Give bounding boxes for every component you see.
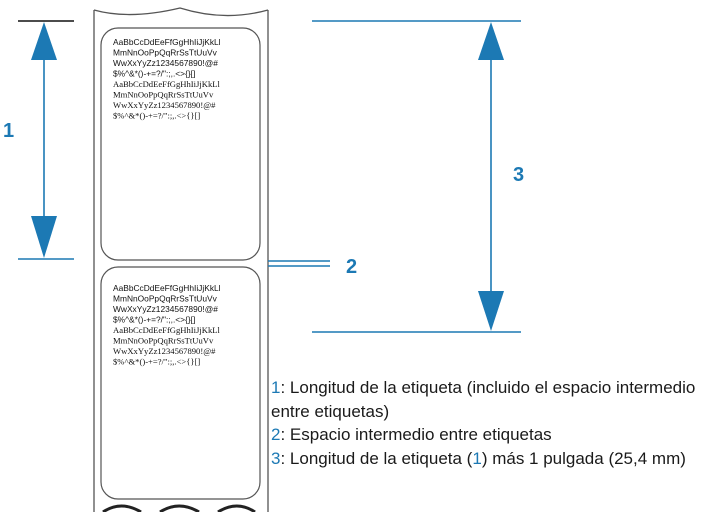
label-1-line-2: MmNnOoPpQqRrSsTtUuVv (113, 48, 218, 58)
label-2-line-7: WwXxYyZz1234567890!@# (113, 346, 216, 356)
label-2-line-6: MmNnOoPpQqRrSsTtUuVv (113, 336, 214, 346)
dimension-1: 1 (3, 20, 74, 260)
legend-item-2-text: : Espacio intermedio entre etiquetas (280, 425, 552, 444)
label-2-line-5: AaBbCcDdEeFfGgHhIiJjKkLl (113, 325, 221, 335)
black-marks (102, 504, 256, 512)
label-2-line-3: WwXxYyZz1234567890!@# (113, 304, 218, 314)
callout-2: 2 (346, 256, 357, 278)
legend-item-2: 2: Espacio intermedio entre etiquetas (271, 423, 723, 447)
label-2-line-2: MmNnOoPpQqRrSsTtUuVv (113, 294, 218, 304)
label-1: AaBbCcDdEeFfGgHhIiJjKkLl MmNnOoPpQqRrSsT… (100, 27, 261, 261)
label-2-outline (100, 266, 261, 500)
label-2: AaBbCcDdEeFfGgHhIiJjKkLl MmNnOoPpQqRrSsT… (100, 266, 261, 500)
legend-item-3: 3: Longitud de la etiqueta (1) más 1 pul… (271, 447, 723, 471)
label-2-line-4: $%^&*()-+=?/":;,.<>{}[] (113, 315, 195, 325)
label-1-line-8: $%^&*()-+=?/":;,.<>{}[] (113, 111, 200, 121)
label-1-line-3: WwXxYyZz1234567890!@# (113, 58, 218, 68)
label-1-line-5: AaBbCcDdEeFfGgHhIiJjKkLl (113, 79, 221, 89)
label-1-line-4: $%^&*()-+=?/":;,.<>{}[] (113, 69, 195, 79)
dimension-3-arrow-up (478, 22, 504, 60)
legend-item-1-text: : Longitud de la etiqueta (incluido el e… (271, 378, 696, 421)
liner-torn-top-edge (93, 7, 269, 17)
black-mark-1 (102, 504, 142, 512)
label-1-outline (100, 27, 261, 261)
legend-item-1: 1: Longitud de la etiqueta (incluido el … (271, 376, 723, 423)
legend-item-3-text-b: ) más 1 pulgada (25,4 mm) (481, 448, 686, 468)
callout-3: 3 (513, 164, 524, 186)
dimension-1-arrow-up (31, 22, 57, 60)
legend-item-1-number: 1 (271, 378, 281, 397)
label-1-line-6: MmNnOoPpQqRrSsTtUuVv (113, 90, 214, 100)
label-2-line-8: $%^&*()-+=?/":;,.<>{}[] (113, 357, 200, 367)
label-1-line-7: WwXxYyZz1234567890!@# (113, 100, 216, 110)
dimension-3-arrow-down (478, 291, 504, 331)
legend-item-3-reference: 1 (472, 448, 482, 468)
legend-item-2-number: 2 (271, 425, 281, 444)
black-mark-3 (217, 504, 256, 512)
callout-1: 1 (3, 120, 14, 142)
label-2-line-1: AaBbCcDdEeFfGgHhIiJjKkLl (113, 283, 221, 293)
dimension-3: 3 (312, 20, 524, 333)
dimension-2: 2 (268, 256, 357, 278)
label-1-line-1: AaBbCcDdEeFfGgHhIiJjKkLl (113, 37, 221, 47)
legend-item-3-text-a: : Longitud de la etiqueta ( (280, 448, 473, 468)
dimension-1-arrow-down (31, 216, 57, 258)
legend: 1: Longitud de la etiqueta (incluido el … (271, 376, 723, 470)
black-mark-2 (159, 504, 200, 512)
legend-item-3-number: 3 (271, 448, 281, 468)
